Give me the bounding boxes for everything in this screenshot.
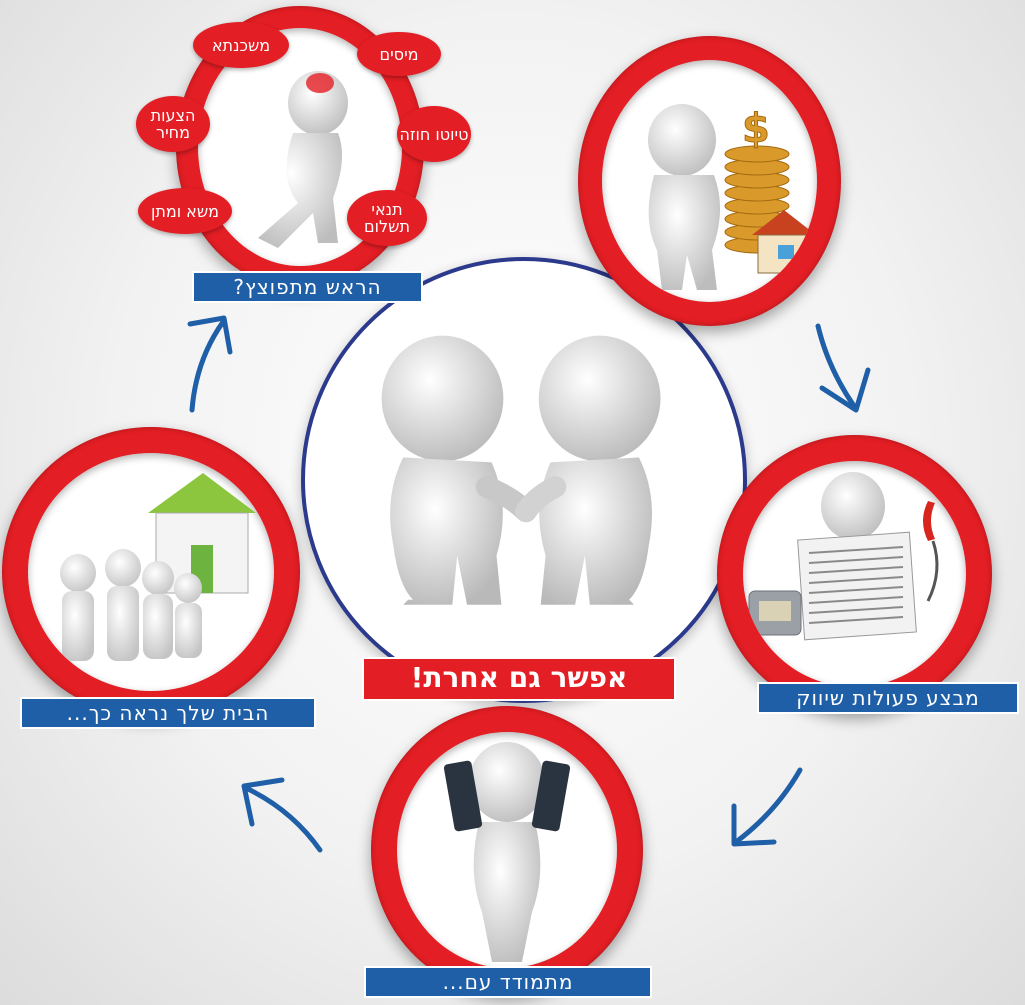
stressed-figure-icon bbox=[258, 71, 348, 248]
arrow-icon bbox=[731, 767, 803, 847]
center-caption: אפשר גם אחרת! bbox=[362, 657, 676, 701]
bubble-negotiation: משא ומתן bbox=[138, 188, 232, 234]
step-ring-calls bbox=[371, 706, 643, 994]
label-calls: מתמודד עם... bbox=[364, 966, 652, 998]
coins-house-figure-icon: $ bbox=[648, 104, 816, 290]
svg-text:$: $ bbox=[742, 106, 770, 152]
bubble-payment-terms: תנאי תשלום bbox=[347, 190, 427, 246]
arrow-icon bbox=[241, 777, 323, 853]
bubble-taxes: מיסים bbox=[357, 32, 441, 76]
handshake-figures-icon bbox=[381, 335, 661, 605]
step-ring-money: $ bbox=[578, 36, 841, 326]
newspaper-phone-figure-icon bbox=[748, 472, 939, 641]
center-circle bbox=[301, 257, 747, 703]
label-headache: הראש מתפוצץ? bbox=[192, 271, 423, 303]
label-house: הבית שלך נראה כך... bbox=[20, 697, 316, 729]
arrow-icon bbox=[815, 323, 871, 413]
arrow-icon bbox=[187, 315, 233, 413]
bubble-contract-draft: טיוטו חוזה bbox=[397, 106, 471, 162]
label-marketing: מבצע פעולות שיווק bbox=[757, 682, 1019, 714]
house-queue-icon bbox=[60, 473, 256, 661]
step-ring-house bbox=[2, 427, 300, 717]
two-phones-figure-icon bbox=[443, 742, 571, 962]
bubble-mortgage: משכנתא bbox=[193, 22, 289, 68]
step-ring-marketing bbox=[717, 435, 992, 713]
bubble-price-quotes: הצעות מחיר bbox=[136, 96, 210, 152]
